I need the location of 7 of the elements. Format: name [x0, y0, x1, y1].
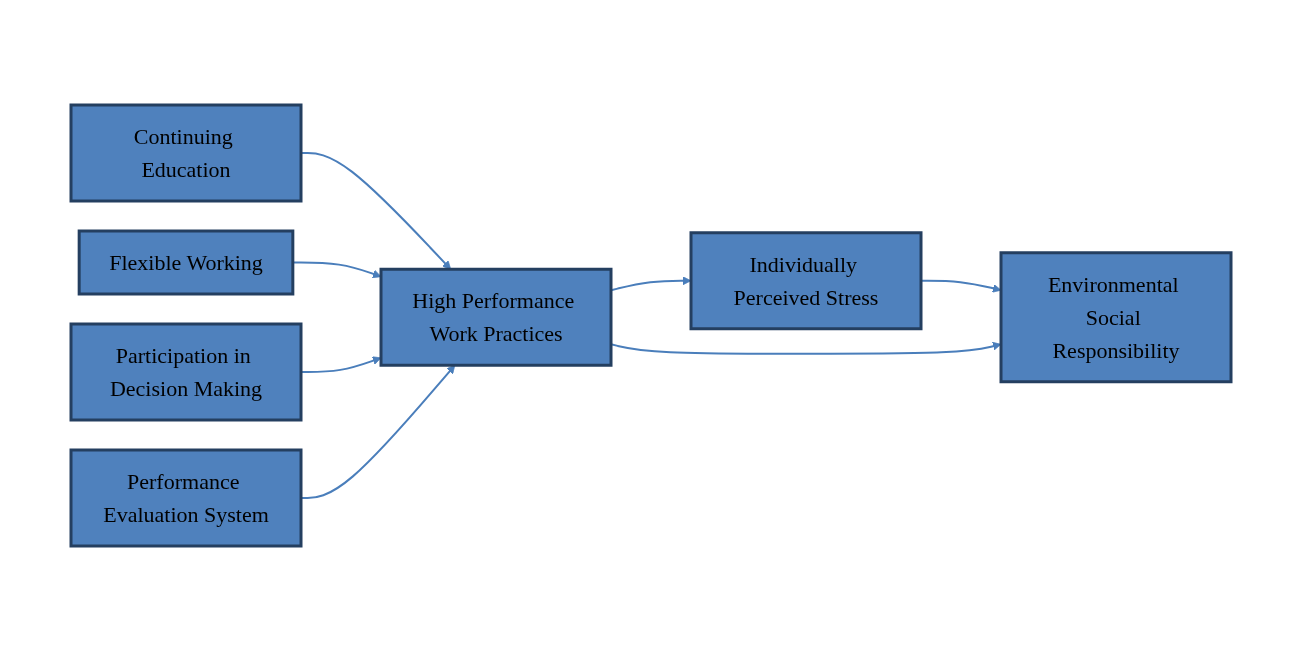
node-box: Flexible Working [77, 229, 294, 296]
node-box: Performance Evaluation System [69, 448, 302, 548]
node-box: Environmental Social Responsibility [999, 251, 1232, 384]
node-box: Individually Perceived Stress [689, 231, 922, 331]
node-box: Participation in Decision Making [69, 322, 302, 422]
node-box: High Performance Work Practices [379, 267, 612, 367]
node-box: Continuing Education [69, 103, 302, 203]
